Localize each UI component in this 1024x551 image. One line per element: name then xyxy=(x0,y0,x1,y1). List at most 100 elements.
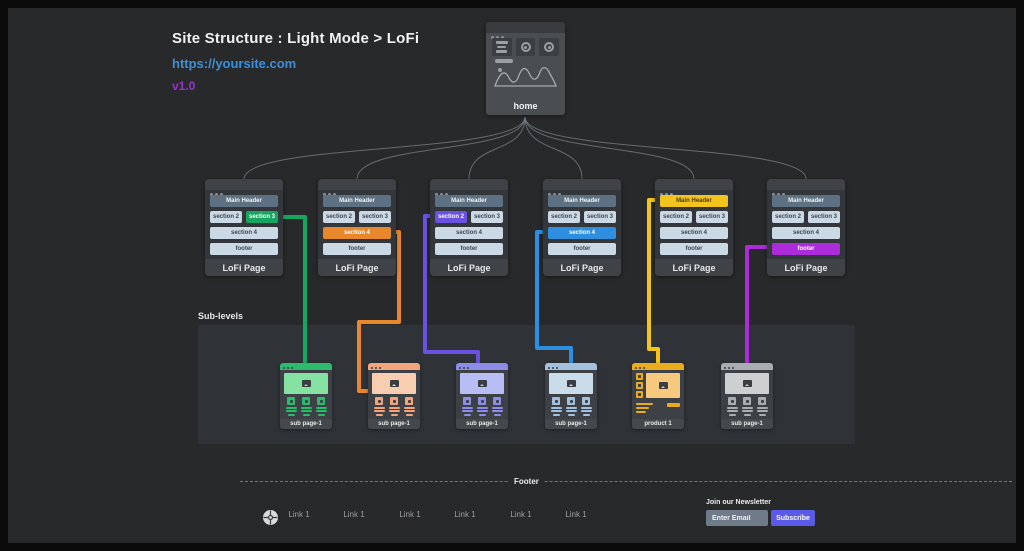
footer-link-6[interactable]: Link 1 xyxy=(565,510,587,519)
hero-block xyxy=(372,373,416,394)
lofi-page-node-1: Main Header section 2 section 3 section … xyxy=(205,179,283,276)
window-dots-icon xyxy=(660,193,663,196)
page-node-label: LoFi Page xyxy=(655,259,733,276)
window-titlebar xyxy=(486,22,565,39)
feature-column xyxy=(741,397,753,416)
footer-link-5[interactable]: Link 1 xyxy=(510,510,532,519)
site-url-link[interactable]: https://yoursite.com xyxy=(172,56,297,71)
sub-page-label: sub page-1 xyxy=(368,419,420,429)
lofi-page-node-2: Main Header section 2 section 3 section … xyxy=(318,179,396,276)
target-icon xyxy=(515,38,536,56)
target-icon xyxy=(539,38,560,56)
window-titlebar xyxy=(280,363,332,370)
newsletter-title: Join our Newsletter xyxy=(706,499,771,506)
connector-home-page4 xyxy=(524,116,583,180)
social-globe-icon[interactable] xyxy=(262,509,279,526)
subscribe-button[interactable]: Subscribe xyxy=(771,510,815,526)
footer-section-highlighted: footer xyxy=(772,243,840,255)
window-titlebar xyxy=(205,179,283,196)
main-header-section: Main Header xyxy=(435,195,503,207)
window-titlebar xyxy=(456,363,508,370)
footer-zone-label: Footer xyxy=(509,477,544,486)
window-dots-icon xyxy=(435,193,438,196)
sub-page-node-2: sub page-1 xyxy=(368,363,420,429)
section-3: section 3 xyxy=(471,211,503,223)
footer-link-1[interactable]: Link 1 xyxy=(288,510,310,519)
text-block-tile xyxy=(492,38,512,56)
feature-column xyxy=(300,397,312,416)
section-2-highlighted: section 2 xyxy=(435,211,467,223)
wave-chart-sketch xyxy=(494,59,557,87)
section-3-highlighted: section 3 xyxy=(246,211,278,223)
email-input[interactable] xyxy=(706,510,768,526)
feature-column xyxy=(580,397,592,416)
lofi-page-node-6: Main Header section 2 section 3 section … xyxy=(767,179,845,276)
feature-column xyxy=(726,397,738,416)
page-node-label: LoFi Page xyxy=(543,259,621,276)
window-titlebar xyxy=(543,179,621,196)
window-titlebar xyxy=(545,363,597,370)
feature-column xyxy=(388,397,400,416)
feature-column xyxy=(315,397,327,416)
footer-link-4[interactable]: Link 1 xyxy=(454,510,476,519)
window-dots-icon xyxy=(548,193,551,196)
feature-column xyxy=(403,397,415,416)
product-page-node: product 1 xyxy=(632,363,684,429)
feature-column xyxy=(285,397,297,416)
feature-column xyxy=(373,397,385,416)
footer-link-3[interactable]: Link 1 xyxy=(399,510,421,519)
section-4: section 4 xyxy=(435,227,503,239)
hero-block xyxy=(725,373,769,394)
window-dots-icon xyxy=(548,367,550,369)
home-label: home xyxy=(513,101,538,111)
footer-link-2[interactable]: Link 1 xyxy=(343,510,365,519)
footer-divider xyxy=(240,481,1012,482)
footer-section: footer xyxy=(660,243,728,255)
image-icon xyxy=(389,380,399,387)
diagram-header: Site Structure : Light Mode > LoFi https… xyxy=(172,30,419,93)
window-dots-icon xyxy=(491,36,494,39)
window-dots-icon xyxy=(459,367,461,369)
feature-column xyxy=(461,397,473,416)
connector-home-page2 xyxy=(356,116,526,180)
window-titlebar xyxy=(721,363,773,370)
window-dots-icon xyxy=(772,193,775,196)
window-dots-icon xyxy=(323,193,326,196)
window-dots-icon xyxy=(724,367,726,369)
page-title: Site Structure : Light Mode > LoFi xyxy=(172,30,420,47)
main-header-section: Main Header xyxy=(548,195,616,207)
connector-home-page1 xyxy=(243,116,526,180)
sublevels-title: Sub-levels xyxy=(198,311,244,321)
lofi-page-node-5: Main Header section 2 section 3 section … xyxy=(655,179,733,276)
window-dots-icon xyxy=(635,367,637,369)
window-titlebar xyxy=(430,179,508,196)
section-4: section 4 xyxy=(772,227,840,239)
section-2: section 2 xyxy=(660,211,692,223)
main-header-section-highlighted: Main Header xyxy=(660,195,728,207)
product-image-block xyxy=(646,373,680,398)
image-icon xyxy=(477,380,487,387)
page-node-label: LoFi Page xyxy=(205,259,283,276)
lofi-page-node-4: Main Header section 2 section 3 section … xyxy=(543,179,621,276)
hero-block xyxy=(284,373,328,394)
section-4: section 4 xyxy=(660,227,728,239)
home-page-node: home xyxy=(486,22,565,115)
sub-page-label: sub page-1 xyxy=(721,419,773,429)
section-3: section 3 xyxy=(696,211,728,223)
sub-page-label: sub page-1 xyxy=(280,419,332,429)
footer-section: footer xyxy=(323,243,391,255)
window-titlebar xyxy=(632,363,684,370)
section-3: section 3 xyxy=(808,211,840,223)
image-icon xyxy=(658,382,668,389)
sub-page-label: sub page-1 xyxy=(456,419,508,429)
section-2: section 2 xyxy=(210,211,242,223)
hero-block xyxy=(460,373,504,394)
image-icon xyxy=(301,380,311,387)
page-node-label: LoFi Page xyxy=(318,259,396,276)
window-titlebar xyxy=(767,179,845,196)
thumbnail-list xyxy=(636,373,643,398)
connector-home-page3 xyxy=(468,116,526,180)
section-4-highlighted: section 4 xyxy=(548,227,616,239)
page-node-label: LoFi Page xyxy=(767,259,845,276)
